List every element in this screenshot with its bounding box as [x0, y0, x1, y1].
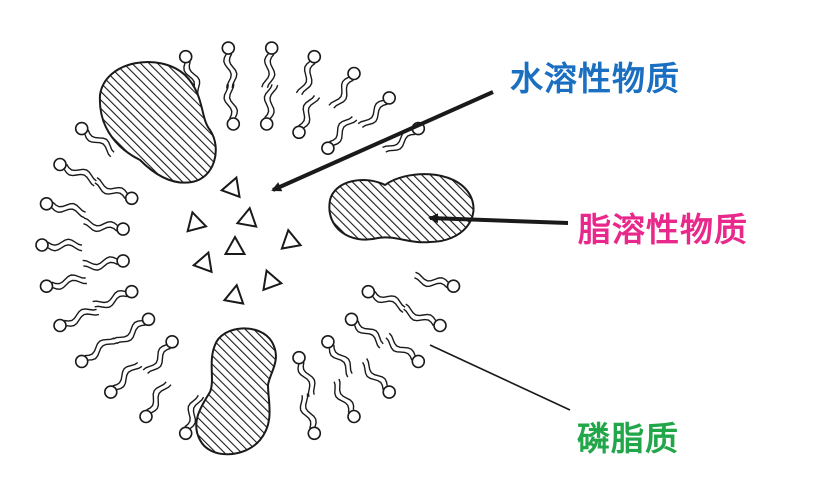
- phospholipid-molecule: [178, 394, 205, 441]
- phospholipid-molecule: [403, 303, 447, 333]
- phospholipid-molecule: [39, 197, 86, 219]
- triangle-particle: [280, 228, 303, 250]
- fat-soluble-arrow: [428, 213, 569, 225]
- phospholipid-molecule: [361, 284, 406, 313]
- water-soluble-arrow: [271, 90, 494, 192]
- water-soluble-particles: [186, 175, 303, 305]
- phospholipid-molecule: [321, 116, 358, 155]
- phospholipid-molecule: [83, 217, 130, 236]
- phospholipid-molecule: [82, 254, 130, 271]
- fat-soluble-blob: [98, 61, 217, 184]
- phospholipid-molecule: [94, 177, 139, 206]
- triangle-particle: [191, 250, 213, 274]
- phospholipid-molecule: [292, 350, 316, 397]
- phospholipid-molecule: [299, 393, 322, 441]
- phospholipid-molecule: [321, 334, 353, 378]
- triangle-particle: [262, 268, 284, 292]
- phospholipid-molecule: [35, 238, 83, 252]
- triangle-particle: [235, 206, 258, 228]
- phospholipid-molecule: [259, 84, 279, 131]
- triangle-particle: [186, 210, 208, 233]
- triangle-particle: [219, 175, 241, 199]
- water-soluble-label: 水溶性物质: [510, 59, 680, 98]
- phospholipid-molecule: [53, 157, 97, 187]
- phospholipid-molecule: [53, 308, 99, 333]
- phospholipid-molecule: [333, 378, 361, 424]
- phospholipid-molecule: [104, 362, 143, 399]
- phospholipid-molecule: [142, 334, 179, 374]
- phospholipid-molecule: [344, 312, 384, 349]
- phospholipid-molecule: [385, 332, 426, 369]
- phospholipid-molecule: [414, 271, 461, 294]
- fat-soluble-blob: [195, 327, 277, 456]
- phospholipid-molecule: [112, 312, 156, 345]
- phospholipid-molecule: [92, 284, 139, 309]
- triangle-particle: [222, 283, 245, 305]
- phospholipid-pointer: [429, 344, 571, 411]
- fat-soluble-label: 脂溶性物质: [578, 210, 748, 249]
- phospholipid-molecule: [74, 337, 118, 369]
- phospholipid-label: 磷脂质: [577, 419, 679, 458]
- fat-soluble-blob: [328, 173, 475, 244]
- phospholipid-molecule: [261, 41, 279, 89]
- triangle-particle: [223, 234, 247, 255]
- phospholipid-layer: [35, 41, 461, 441]
- phospholipid-molecule: [74, 121, 115, 158]
- phospholipid-molecule: [361, 358, 397, 399]
- phospholipid-molecule: [221, 41, 238, 89]
- phospholipid-molecule: [139, 381, 172, 424]
- phospholipid-molecule: [357, 91, 397, 128]
- phospholipid-molecule: [223, 83, 241, 131]
- phospholipid-molecule: [328, 66, 361, 109]
- phospholipid-molecule: [295, 49, 322, 96]
- phospholipid-molecule: [39, 274, 87, 294]
- phospholipid-molecule: [292, 94, 321, 140]
